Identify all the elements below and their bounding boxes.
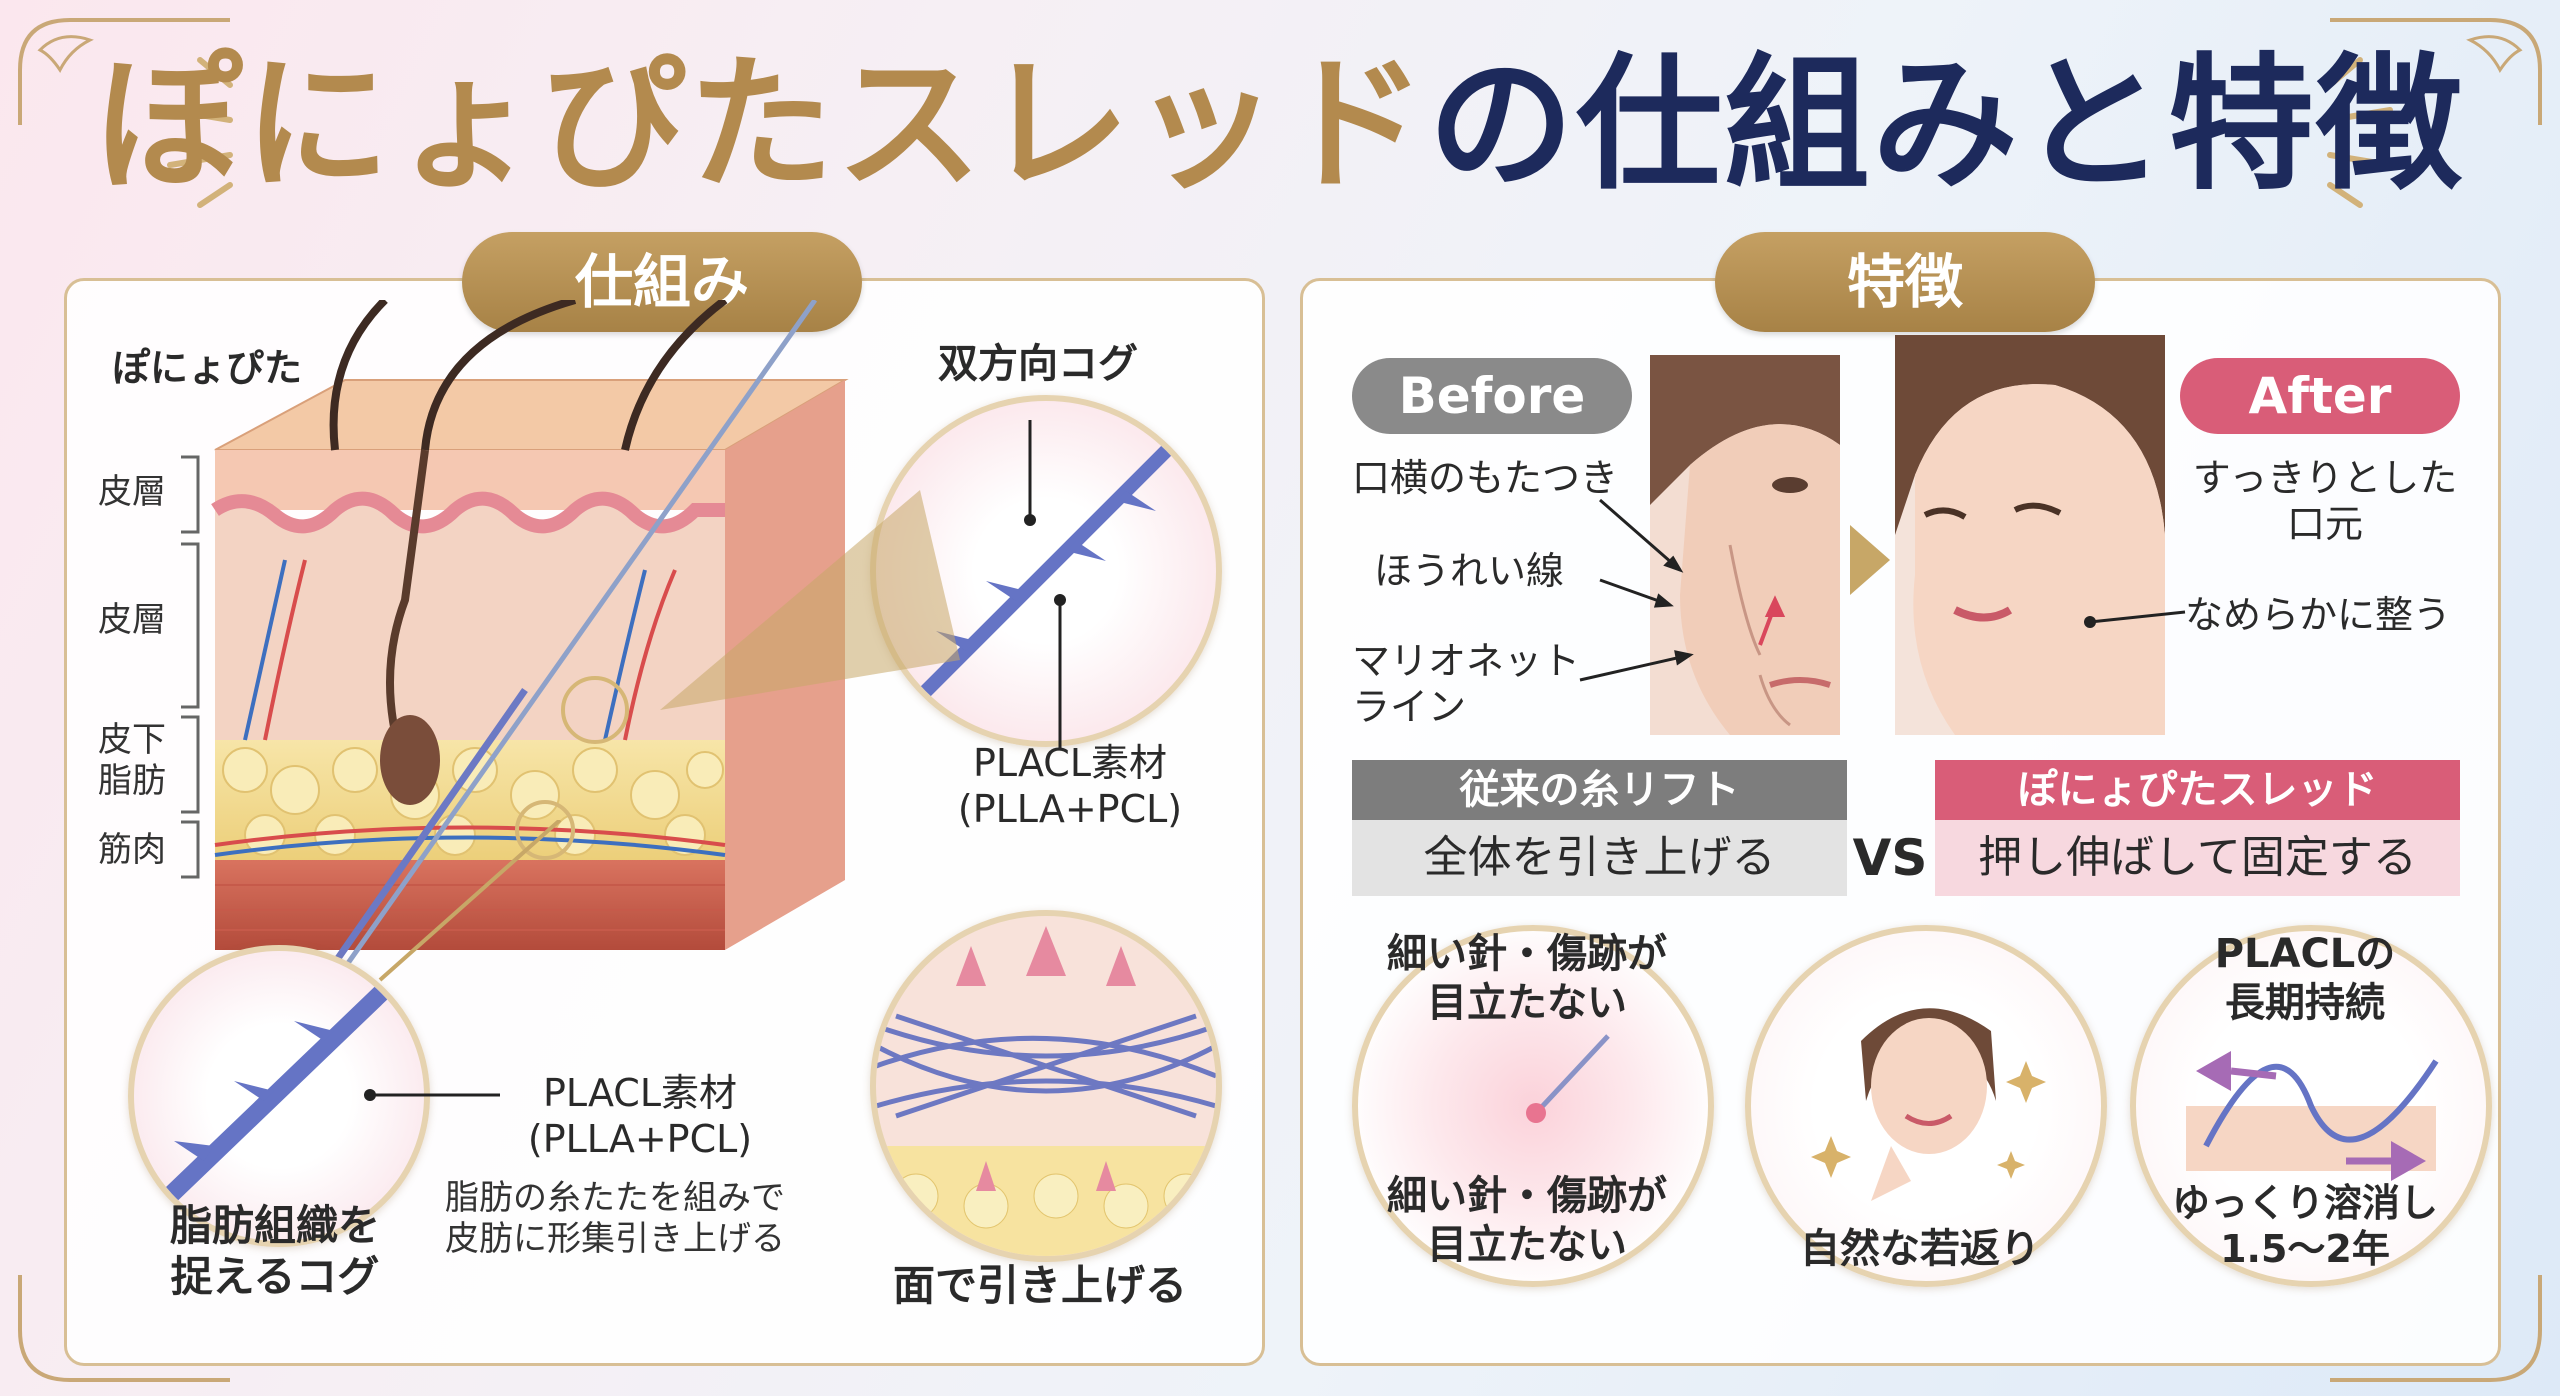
conventional-lift-title: 従来の糸リフト (1352, 760, 1847, 820)
bidirectional-cog-title: 双方向コグ (938, 341, 1138, 387)
title-rays-left (167, 57, 233, 208)
feature-3-bottom: ゆっくり溶消し 1.5〜2年 (2171, 1181, 2438, 1272)
ponyopita-thread-body: 押し伸ばして固定する (1935, 820, 2460, 896)
layer-label-1: 皮層 (98, 472, 166, 512)
corner-ornament-bottom-left (18, 1275, 230, 1382)
page-title: ぽにょぴたスレッドの仕組みと特徴 (0, 52, 2560, 198)
before-badge: Before (1352, 358, 1632, 434)
layer-label-2: 皮層 (98, 600, 166, 640)
product-label: ぽにょぴた (112, 346, 303, 390)
feature-3-top: PLACLの 長期持続 (2214, 931, 2396, 1026)
layer-label-3: 皮下 脂肪 (98, 720, 166, 801)
after-pointer-line (2084, 610, 2186, 628)
fat-cog-connector (364, 820, 562, 1101)
surface-lift-circle (870, 910, 1222, 1262)
before-after-arrow (1850, 525, 1890, 595)
feature-circle-natural (1745, 925, 2107, 1287)
surface-lift-caption: 面で引き上げる (892, 1261, 1187, 1310)
layer-label-4: 筋肉 (98, 830, 166, 870)
dissolving-thread-icon (2186, 1051, 2439, 1181)
corner-ornament-top-left (18, 18, 230, 125)
needle-icon (1526, 1034, 1610, 1123)
smiling-woman-icon (1811, 1008, 2046, 1201)
feature-2-caption: 自然な若返り (1800, 1226, 2040, 1272)
after-label-1: すっきりとした 口元 (2192, 456, 2458, 547)
before-pointer-lines (1579, 498, 1694, 682)
fat-cog-caption: 脂肪組織を 捉えるコグ (169, 1201, 380, 1302)
before-label-2: ほうれい線 (1374, 549, 1565, 593)
before-face-illustration (1650, 355, 1840, 735)
after-badge: After (2180, 358, 2460, 434)
layer-brackets (181, 455, 200, 879)
ponyopita-thread-title: ぽにょぴたスレッド (1935, 760, 2460, 820)
title-rays-right (2327, 57, 2393, 208)
material-label-top: PLACL素材 (PLLA+PCL) (957, 741, 1183, 832)
skin-cross-section-illustration (211, 300, 849, 1020)
before-label-3: マリオネット ライン (1352, 639, 1581, 730)
feature-circle-long-lasting (2130, 925, 2492, 1287)
corner-ornament-bottom-right (2330, 1275, 2542, 1382)
title-part-2: の仕組みと特徴 (1428, 40, 2464, 210)
material-description: 脂肪の糸たたを組みで 皮肪に形集引き上げる (445, 1178, 785, 1259)
title-part-1: ぽにょぴたスレッド (96, 40, 1428, 210)
cog-pointer-lines (660, 420, 1066, 750)
feature-circle-fine-needle (1352, 925, 1714, 1287)
after-label-2: なめらかに整う (2185, 593, 2452, 637)
material-label-bottom: PLACL素材 (PLLA+PCL) (527, 1071, 753, 1162)
after-face-illustration (1895, 335, 2165, 735)
features-header: 特徴 (1715, 232, 2095, 332)
fat-cog-thread-illustration (145, 962, 413, 1220)
vs-label: VS (1852, 829, 1928, 887)
feature-1-bottom: 細い針・傷跡が 目立たない (1387, 1173, 1667, 1268)
before-label-1: 口横のもたつき (1352, 456, 1619, 500)
conventional-lift-body: 全体を引き上げる (1352, 820, 1847, 896)
mesh-lift-illustration (876, 926, 1216, 1256)
feature-1-top: 細い針・傷跡が 目立たない (1387, 931, 1667, 1026)
corner-ornament-top-right (2330, 18, 2542, 125)
